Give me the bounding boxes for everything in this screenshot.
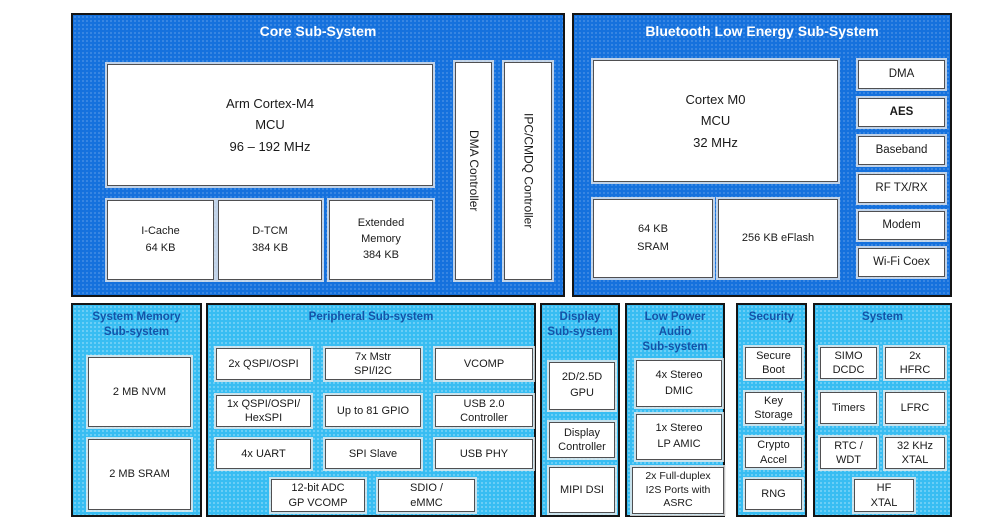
block-display-controller: Display Controller [549,422,615,458]
block-rf-tx-rx: RF TX/RX [858,174,945,203]
block-up-to-81-gpio: Up to 81 GPIO [325,395,421,427]
block-rtc-wdt: RTC / WDT [820,437,877,469]
block-64kb-sram: 64 KB SRAM [593,199,713,278]
block-2d-gpu: 2D/2.5D GPU [549,362,615,410]
display-title: Display Sub-system [547,311,613,338]
block-key-storage: Key Storage [745,392,802,424]
block-rng: RNG [745,479,802,510]
block-4x-uart: 4x UART [216,439,311,469]
block-12bit-adc-gp-vcomp: 12-bit ADC GP VCOMP [271,479,365,512]
block-4x-stereo-dmic: 4x Stereo DMIC [636,360,722,407]
block-ipc-cmdq-controller: IPC/CMDQ Controller [504,62,552,280]
block-lfrc: LFRC [885,392,945,424]
security-panel: Security Secure Boot Key Storage Crypto … [736,303,807,517]
system-memory-panel: System Memory Sub-system 2 MB NVM 2 MB S… [71,303,202,517]
block-modem: Modem [858,211,945,240]
peripheral-title: Peripheral Sub-system [308,311,434,323]
block-usb-phy: USB PHY [435,439,533,469]
block-usb-2-controller: USB 2.0 Controller [435,395,533,427]
block-dma-controller: DMA Controller [455,62,492,280]
ble-subsystem-title: Bluetooth Low Energy Sub-System [645,23,879,39]
core-subsystem-title: Core Sub-System [259,23,377,39]
block-d-tcm: D-TCM 384 KB [218,200,322,280]
system-title: System [862,311,903,323]
block-1x-qspi-ospi-hexspi: 1x QSPI/OSPI/ HexSPI [216,395,311,427]
audio-title: Low Power Audio Sub-system [642,311,708,353]
block-2mb-sram: 2 MB SRAM [88,439,191,510]
block-2x-hfrc: 2x HFRC [885,347,945,379]
block-mipi-dsi: MIPI DSI [549,467,615,513]
audio-panel: Low Power Audio Sub-system 4x Stereo DMI… [625,303,725,517]
system-panel: System SIMO DCDC 2x HFRC Timers LFRC RTC… [813,303,952,517]
block-i-cache: I-Cache 64 KB [107,200,214,280]
block-wifi-coex: Wi-Fi Coex [858,248,945,277]
block-simo-dcdc: SIMO DCDC [820,347,877,379]
peripheral-panel: Peripheral Sub-system 2x QSPI/OSPI 7x Ms… [206,303,536,517]
ble-subsystem-panel: Bluetooth Low Energy Sub-System Cortex M… [572,13,952,297]
block-cortex-m0: Cortex M0 MCU 32 MHz [593,60,838,182]
block-extended-memory: Extended Memory 384 KB [329,200,433,280]
block-sdio-emmc: SDIO / eMMC [378,479,475,512]
block-1x-stereo-lp-amic: 1x Stereo LP AMIC [636,414,722,460]
block-baseband: Baseband [858,136,945,165]
block-7x-mstr-spi-i2c: 7x Mstr SPI/I2C [325,348,421,380]
block-crypto-accel: Crypto Accel [745,437,802,468]
block-vcomp: VCOMP [435,348,533,380]
block-arm-cortex-m4: Arm Cortex-M4 MCU 96 – 192 MHz [107,64,433,186]
block-spi-slave: SPI Slave [325,439,421,469]
core-subsystem-panel: Core Sub-System Arm Cortex-M4 MCU 96 – 1… [71,13,565,297]
block-32khz-xtal: 32 KHz XTAL [885,437,945,469]
block-256kb-eflash: 256 KB eFlash [718,199,838,278]
block-secure-boot: Secure Boot [745,347,802,379]
block-timers: Timers [820,392,877,424]
display-panel: Display Sub-system 2D/2.5D GPU Display C… [540,303,620,517]
block-aes: AES [858,98,945,127]
block-2mb-nvm: 2 MB NVM [88,357,191,427]
block-dma: DMA [858,60,945,89]
block-2x-qspi-ospi: 2x QSPI/OSPI [216,348,311,380]
block-2x-i2s-asrc: 2x Full-duplex I2S Ports with ASRC [632,467,724,514]
system-memory-title: System Memory Sub-system [92,311,181,338]
security-title: Security [748,311,795,323]
block-hf-xtal: HF XTAL [854,479,914,512]
